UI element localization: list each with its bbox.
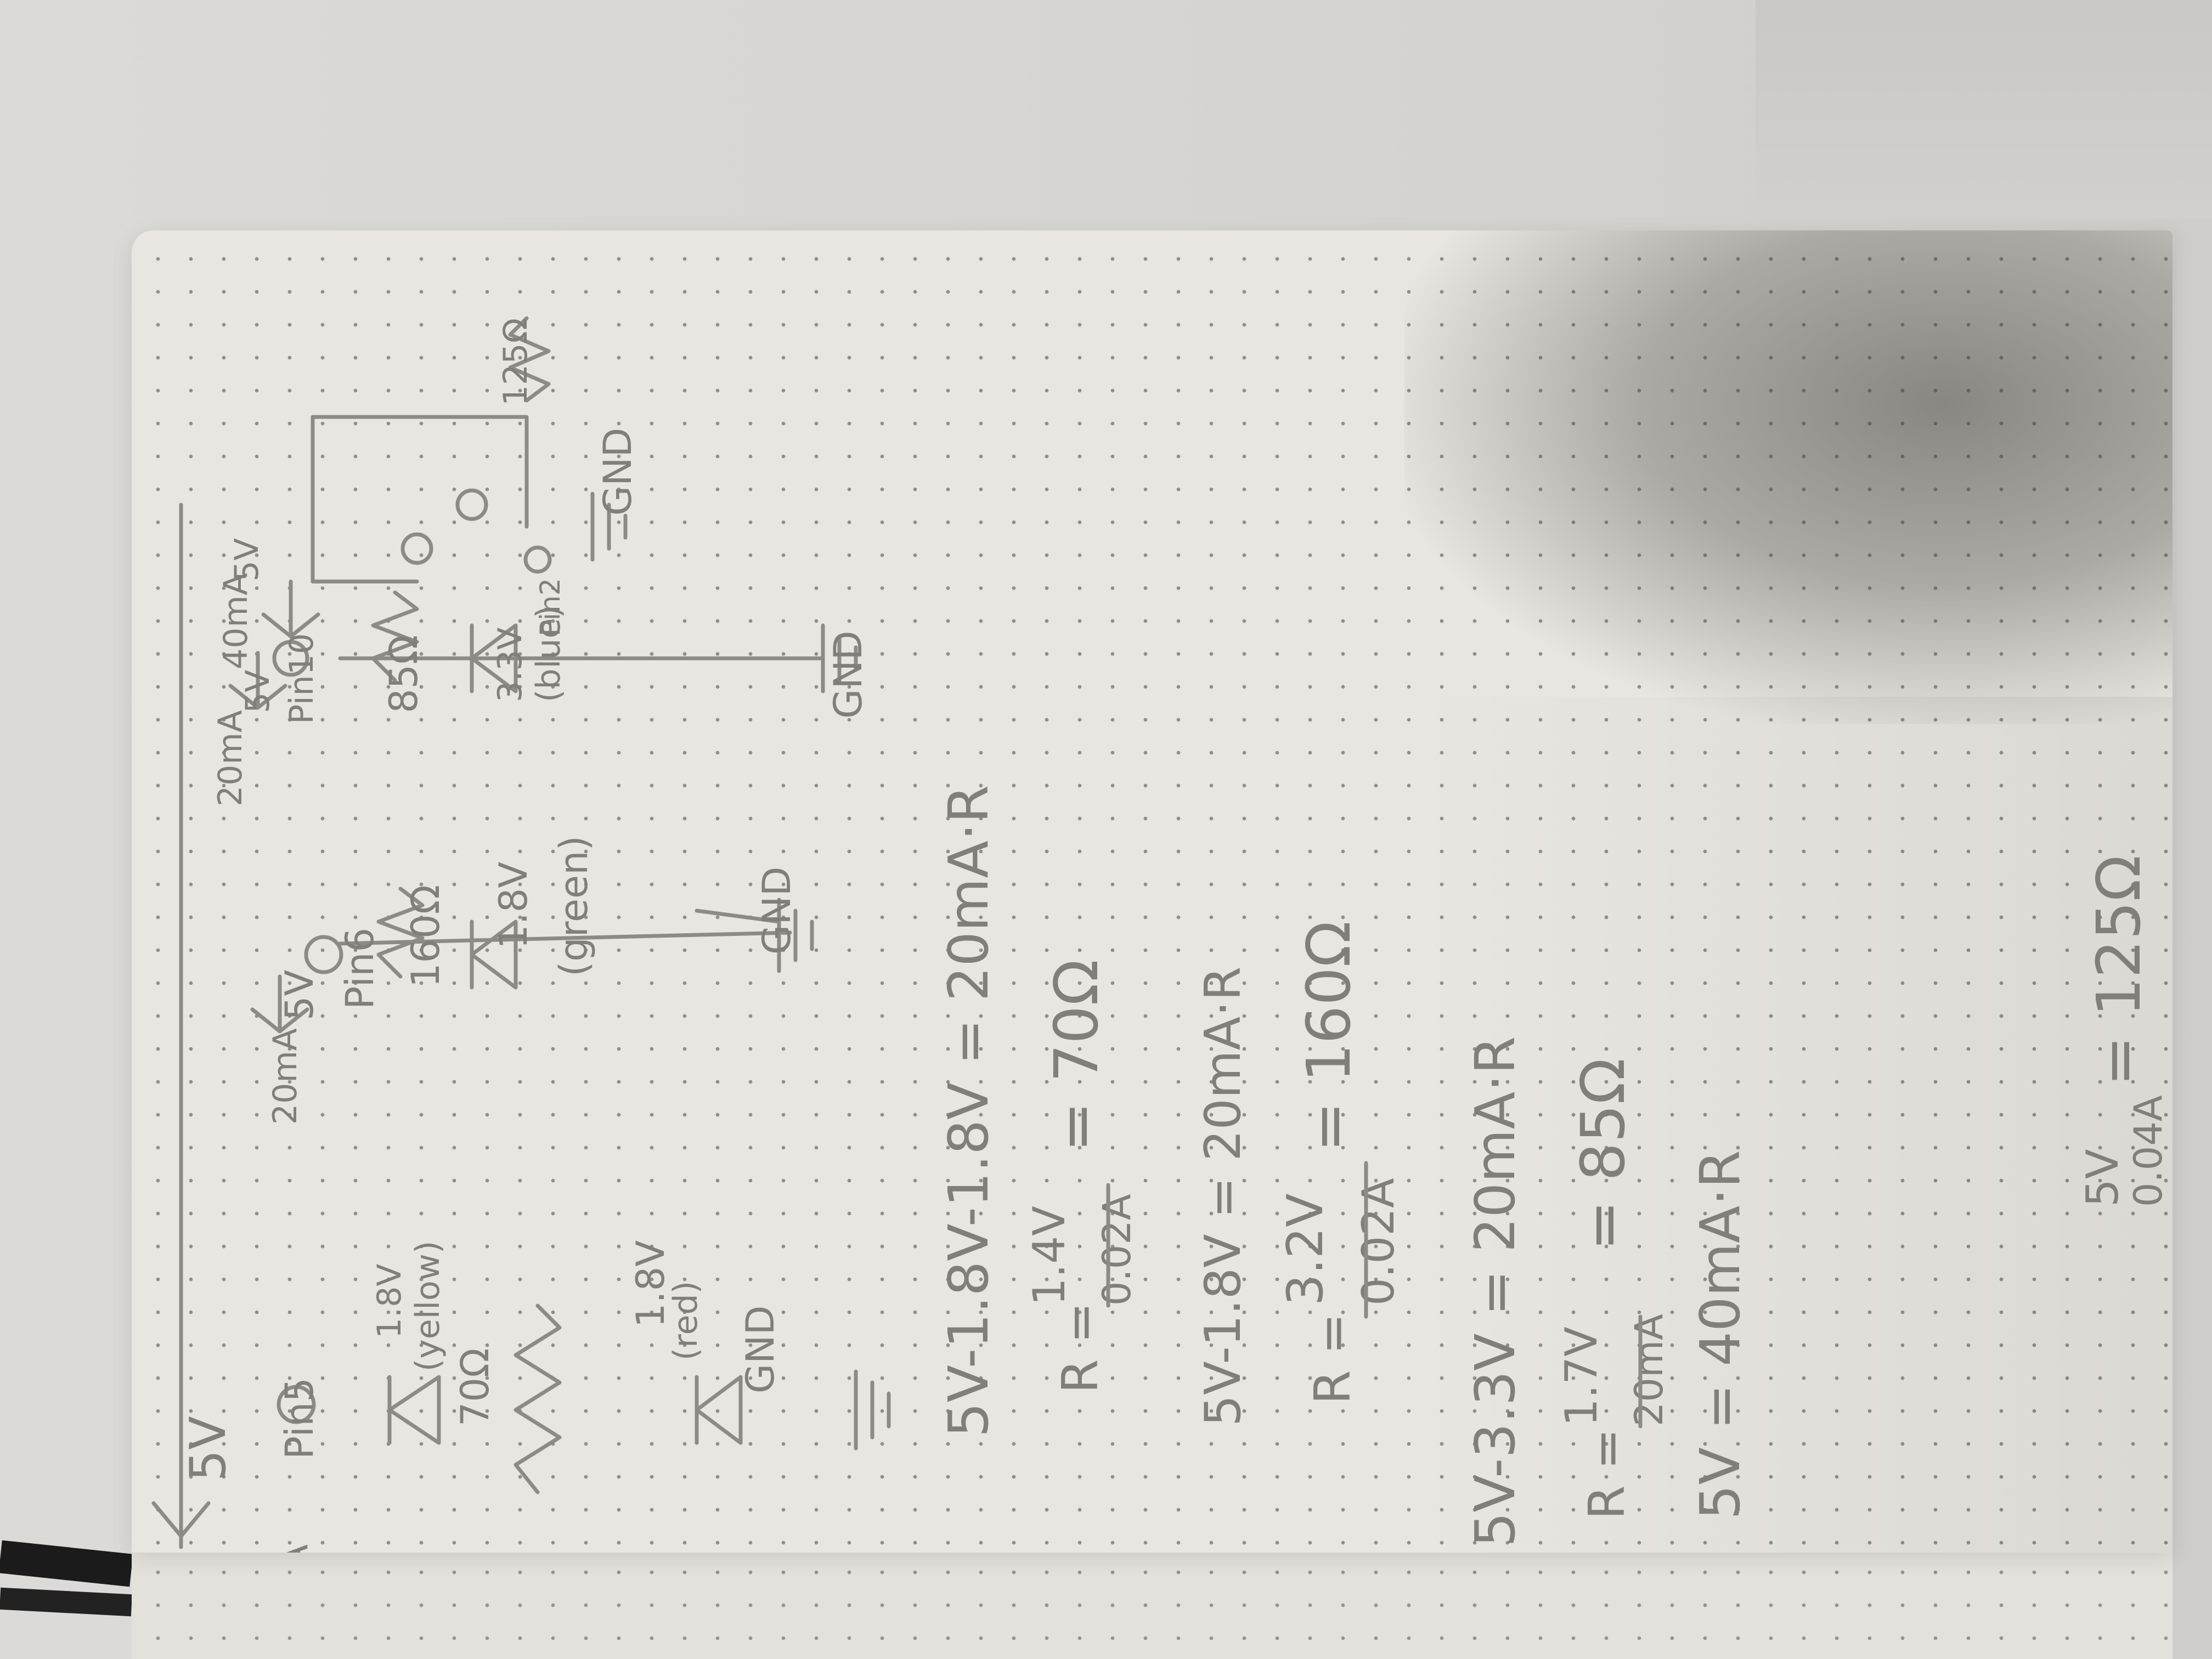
circuit-1-pin-node	[276, 1385, 316, 1424]
shadow-overlay	[1404, 230, 2172, 724]
circuit-2-pin-node	[304, 935, 343, 974]
bookmark-ribbon-lower	[0, 1587, 132, 1617]
circuit-3-resistor	[371, 590, 419, 682]
circuit-1-led-2	[695, 1375, 743, 1445]
circuit-1-led-1-color: (yellow)	[409, 1241, 447, 1372]
circuit-3-led	[470, 623, 518, 693]
circuit-1-led-1-voltage: 1.8V	[370, 1264, 409, 1339]
circuit-1-voltage: 5V	[179, 1416, 237, 1481]
pencil-sketch: 20mA 5V Pin5 1.8V (yellow) 70Ω 1.8V (red…	[151, 316, 2171, 1553]
circuit-3-current: 20mA	[211, 710, 250, 806]
circuit-3-resistor-value: 85Ω	[381, 635, 426, 713]
circuit-4-ground	[590, 492, 628, 562]
background-wall	[1756, 0, 2212, 219]
circuit-2-supply-arrow	[250, 974, 309, 1034]
circuit-2-led	[470, 919, 518, 990]
circuit-4-gnd: GND	[595, 427, 640, 516]
math-eq-2b-left: R =	[1304, 1313, 1362, 1404]
fraction-bars	[1106, 1161, 1643, 1429]
math-eq-1b-left: R =	[1052, 1302, 1109, 1393]
math-eq-3b-den: 20mA	[1627, 1314, 1672, 1426]
circuit-4-resistor	[508, 316, 551, 403]
math-eq-2b-result: = 160Ω	[1294, 921, 1364, 1152]
circuit-2-resistor	[376, 887, 425, 979]
circuit-3	[228, 590, 858, 710]
math-eq-3b-num: 1.7V	[1556, 1327, 1607, 1426]
circuit-1-led-1	[387, 1375, 441, 1445]
math-eq-2b-den: 0.02A	[1353, 1178, 1404, 1306]
circuit-4	[261, 316, 628, 639]
circuit-1-current: 20mA	[272, 1544, 317, 1553]
circuit-2-labels: 20mA 5V Pin6 160Ω 1.8V (green) GND	[266, 836, 799, 1125]
math-eq-4b-num: 5V	[2077, 1149, 2128, 1207]
math-eq-2: 5V-1.8V = 20mA·R	[1194, 967, 1252, 1426]
circuit-2-pin: Pin6	[337, 928, 382, 1009]
circuit-3-led-voltage: 3.3V	[491, 628, 529, 702]
circuit-1-supply-arrow	[151, 1501, 211, 1538]
math-eq-3b-left: R =	[1578, 1428, 1636, 1520]
math-eq-4: 5V = 40mA·R	[1688, 1150, 1752, 1520]
circuit-1-led-2-voltage: 1.8V	[628, 1240, 673, 1328]
circuit-3-supply-arrow	[228, 651, 287, 710]
circuit-1-ground	[854, 1369, 891, 1451]
math-eq-1b-result: = 70Ω	[1041, 960, 1111, 1152]
circuit-3-labels: 20mA 5V Pin10 85Ω 3.3V (blue) GND	[211, 605, 871, 806]
notebook-page	[132, 230, 2172, 1553]
circuit-4-node-a	[400, 532, 433, 565]
math-eq-3: 5V-3.3V = 20mA·R	[1463, 1036, 1527, 1547]
circuit-2	[250, 887, 814, 1034]
math-work-2: 5V-3.3V = 20mA·R R = 1.7V 20mA = 85Ω 5V …	[1463, 1036, 1752, 1547]
circuit-4-node-c	[523, 545, 552, 574]
math-work-4: = 125Ω	[2084, 855, 2154, 1086]
circuit-3-gnd: GND	[826, 630, 871, 719]
bookmark-ribbon	[0, 1540, 133, 1587]
math-eq-1b-den: 0.02A	[1094, 1194, 1139, 1306]
circuit-4-wire	[311, 415, 529, 584]
circuit-2-voltage: 5V	[277, 969, 322, 1020]
math-work: 5V-1.8V-1.8V = 20mA·R R = 1.4V 0.02A = 7…	[936, 785, 1404, 1437]
math-eq-4b-result: = 125Ω	[2084, 855, 2154, 1086]
circuit-3-ground	[821, 623, 858, 693]
circuit-4-labels: 40mA 5V 125Ω Pin2 GND	[217, 318, 640, 669]
circuit-2-led-voltage: 1.8V	[491, 862, 536, 949]
math-eq-3b-result: = 85Ω	[1568, 1058, 1638, 1251]
circuit-4-supply-arrow	[261, 579, 320, 639]
circuit-1-led-2-color: (red)	[667, 1281, 705, 1361]
circuit-1	[151, 503, 891, 1549]
circuit-4-node-b	[455, 488, 488, 521]
circuit-1-resistor	[514, 1304, 562, 1494]
circuit-3-voltage: 5V	[239, 670, 277, 713]
circuit-2-current: 20mA	[266, 1028, 304, 1125]
circuit-4-pin: Pin2	[534, 578, 566, 636]
math-eq-1b-num: 1.4V	[1024, 1206, 1075, 1306]
circuit-4-resistor-value: 125Ω	[496, 318, 535, 406]
circuit-2-gnd: GND	[754, 866, 799, 955]
circuit-3-led-color: (blue)	[529, 605, 568, 702]
notebook-next-page	[132, 1536, 2172, 1659]
circuit-2-ground	[777, 898, 814, 973]
shadow-overlay-soft	[1404, 697, 2172, 1553]
circuit-2-led-color: (green)	[551, 836, 596, 977]
circuit-1-labels: 20mA 5V Pin5 1.8V (yellow) 70Ω 1.8V (red…	[179, 1240, 783, 1553]
circuit-4-voltage: 5V	[228, 538, 266, 582]
circuit-2-resistor-value: 160Ω	[403, 885, 448, 988]
circuit-3-pin-node	[272, 640, 309, 677]
math-eq-4b-den: 0.04A	[2126, 1095, 2171, 1207]
math-work-3: 5V 0.04A	[2077, 1095, 2171, 1207]
circuit-4-current: 40mA	[217, 573, 255, 669]
math-eq-2b-num: 3.2V	[1277, 1193, 1334, 1306]
circuit-1-gnd: GND	[738, 1305, 783, 1393]
circuit-1-resistor-value: 70Ω	[453, 1348, 498, 1426]
next-page-dot-grid	[132, 1539, 2172, 1659]
math-eq-1: 5V-1.8V-1.8V = 20mA·R	[936, 785, 1001, 1437]
circuit-1-pin: Pin5	[277, 1378, 322, 1459]
circuit-3-pin: Pin10	[283, 633, 321, 724]
